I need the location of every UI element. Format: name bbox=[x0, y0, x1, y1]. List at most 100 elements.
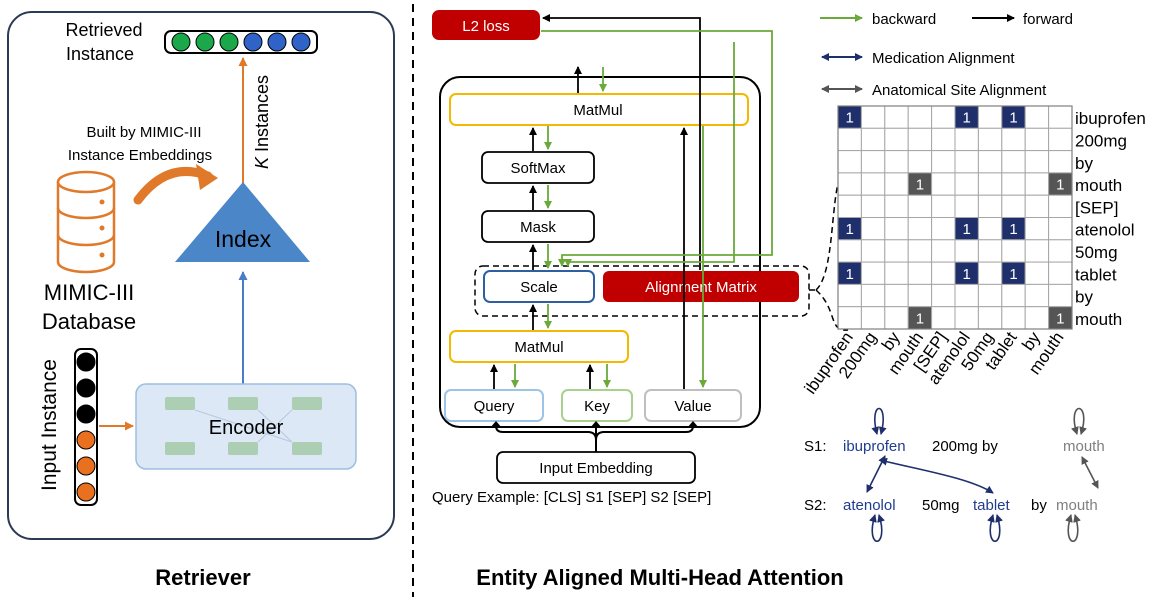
matrix-col-labels: ibuprofen200mgbymouth[SEP]atenolol50mgta… bbox=[801, 328, 1068, 397]
retrieved-dot bbox=[219, 32, 239, 52]
input-instance-vector bbox=[74, 348, 98, 506]
key-box bbox=[561, 389, 633, 422]
l2-loss-box bbox=[432, 10, 540, 40]
matrix-cell bbox=[931, 105, 956, 129]
scale-box bbox=[483, 270, 595, 303]
softmax-box bbox=[481, 151, 595, 184]
matrix-cell bbox=[1024, 172, 1050, 196]
input-dot bbox=[76, 378, 96, 398]
matrix-cell bbox=[954, 239, 979, 263]
softmax-label: SoftMax bbox=[510, 160, 566, 177]
retriever-panel: Retrieved Instance K Instances Built by … bbox=[7, 11, 395, 590]
matrix-row-label: atenolol bbox=[1075, 221, 1135, 240]
matrix-cell bbox=[977, 261, 1003, 285]
matrix-cell bbox=[1024, 239, 1050, 263]
alignment-matrix-label: Alignment Matrix bbox=[645, 279, 757, 296]
s1-site: mouth bbox=[1063, 438, 1105, 455]
database-label-line1: MIMIC-III bbox=[44, 280, 134, 305]
matrix-cell bbox=[977, 172, 1003, 196]
query-example: Query Example: [CLS] S1 [SEP] S2 [SEP] bbox=[432, 489, 711, 506]
matrix-cell bbox=[907, 127, 933, 152]
matrix-cell-value: 1 bbox=[1009, 221, 1017, 238]
matrix-cell-value: 1 bbox=[963, 110, 971, 127]
attention-panel: L2 loss MatMul SoftMax Mask Scale Alignm… bbox=[432, 10, 849, 590]
matrix-cell bbox=[954, 283, 979, 308]
matrix-cell-value: 1 bbox=[963, 221, 971, 238]
query-box bbox=[444, 389, 544, 422]
retrieved-dot bbox=[171, 32, 191, 52]
matrix-cell bbox=[860, 127, 886, 152]
matrix-cell bbox=[1048, 283, 1073, 308]
matrix-cell bbox=[977, 283, 1003, 308]
matrix-cell-value: 1 bbox=[846, 221, 854, 238]
key-label: Key bbox=[584, 398, 610, 415]
scale-alignment-group bbox=[474, 265, 810, 317]
brace-arrowhead-value bbox=[687, 421, 699, 428]
matrix-cell bbox=[977, 150, 1003, 174]
matrix-cell bbox=[860, 194, 886, 218]
input-dot bbox=[76, 430, 96, 450]
input-dot bbox=[76, 352, 96, 372]
l2-loss-label: L2 loss bbox=[462, 18, 510, 35]
forward-arrows bbox=[490, 14, 701, 389]
legend-anatomical-label: Anatomical Site Alignment bbox=[872, 82, 1047, 99]
matrix-cell bbox=[931, 239, 956, 263]
retrieved-dots bbox=[171, 32, 311, 52]
matrix-cell bbox=[907, 283, 933, 308]
s1-medication: ibuprofen bbox=[843, 438, 906, 455]
matrix-cell-value: 1 bbox=[916, 177, 924, 194]
matrix-cell bbox=[1048, 127, 1073, 152]
matrix-cell bbox=[931, 127, 956, 152]
s2-medication-1: atenolol bbox=[843, 497, 896, 514]
matrix-cell bbox=[1024, 283, 1050, 308]
matrix-cell bbox=[884, 150, 909, 174]
matrix-cell bbox=[860, 306, 886, 330]
s2-by: by bbox=[1031, 497, 1047, 514]
matrix-cell bbox=[954, 127, 979, 152]
index-label: Index bbox=[215, 226, 272, 252]
matrix-cell bbox=[931, 283, 956, 308]
input-dot bbox=[76, 456, 96, 476]
matrix-cell-value: 1 bbox=[846, 110, 854, 127]
matrix-cell bbox=[1001, 283, 1026, 308]
matrix-row-label: by bbox=[1075, 288, 1093, 307]
matrix-cell-value: 1 bbox=[846, 266, 854, 283]
matrix-row-label: ibuprofen bbox=[1075, 109, 1146, 128]
s2-label: S2: bbox=[804, 497, 827, 514]
retrieved-dot bbox=[195, 32, 215, 52]
matrix-row-labels: ibuprofen200mgbymouth[SEP]atenolol50mgta… bbox=[1075, 109, 1146, 329]
matrix-cell bbox=[907, 150, 933, 174]
backward-arrows bbox=[511, 30, 773, 388]
matrix-cell bbox=[1001, 172, 1026, 196]
index-triangle bbox=[175, 182, 310, 262]
matrix-cell-value: 1 bbox=[1056, 177, 1064, 194]
matrix-row-label: mouth bbox=[1075, 176, 1122, 195]
matrix-cell bbox=[954, 194, 979, 218]
input-dot bbox=[76, 482, 96, 502]
matrix-cell bbox=[884, 283, 909, 308]
matrix-cell bbox=[1001, 150, 1026, 174]
matrix-cell bbox=[907, 105, 933, 129]
matrix-cell bbox=[860, 239, 886, 263]
matrix-cell-value: 1 bbox=[1009, 110, 1017, 127]
matrix-cell bbox=[1001, 239, 1026, 263]
brace-arrowhead-key bbox=[590, 421, 602, 428]
matrix-cell bbox=[837, 306, 862, 330]
legend-medication-label: Medication Alignment bbox=[872, 50, 1015, 67]
matrix-cell bbox=[907, 194, 933, 218]
built-by-line2: Instance Embeddings bbox=[68, 147, 212, 164]
matrix-cell bbox=[884, 105, 909, 129]
matrix-cell-value: 1 bbox=[963, 266, 971, 283]
matrix-cell bbox=[884, 306, 909, 330]
matrix-row-label: tablet bbox=[1075, 265, 1117, 284]
matrix-cell bbox=[977, 239, 1003, 263]
matrix-cell bbox=[837, 239, 862, 263]
legend: backward forward Medication Alignment An… bbox=[820, 11, 1073, 99]
attention-frame bbox=[439, 76, 761, 428]
retrieved-dot bbox=[243, 32, 263, 52]
input-embedding-label: Input Embedding bbox=[539, 460, 652, 477]
legend-forward-label: forward bbox=[1023, 11, 1073, 28]
